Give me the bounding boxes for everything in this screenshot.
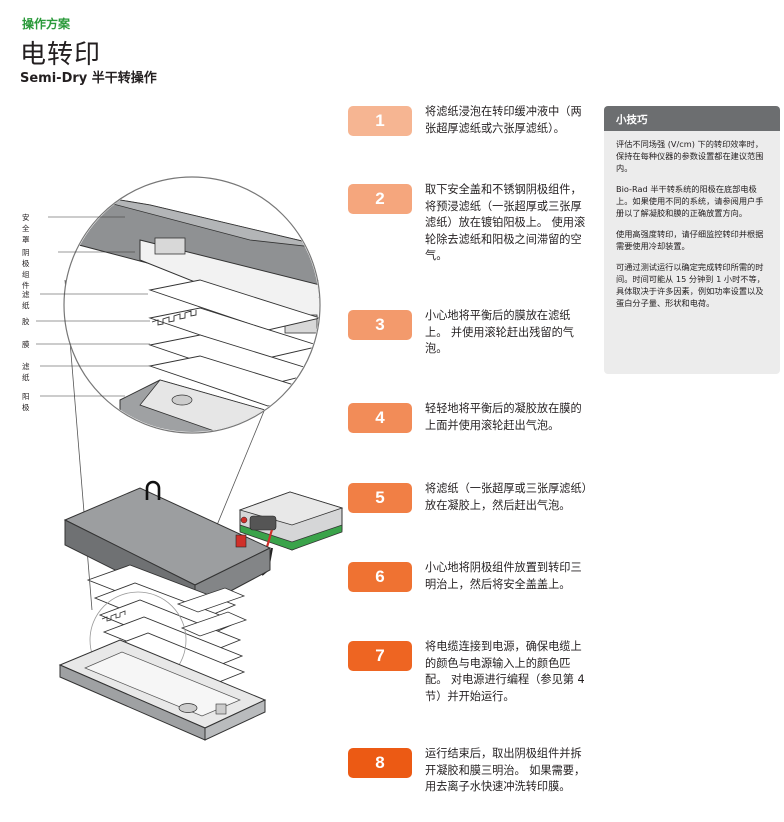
step-text: 轻轻地将平衡后的凝胶放在膜的上面并使用滚轮赶出气泡。: [425, 402, 582, 432]
step-text: 将滤纸（一张超厚或三张厚滤纸）放在凝胶上，然后赶出气泡。: [425, 482, 588, 512]
step-number-badge: 4: [348, 403, 412, 433]
step-text: 将滤纸浸泡在转印缓冲液中（两张超厚滤纸或六张厚滤纸）。: [425, 105, 582, 135]
step-number-badge: 1: [348, 106, 412, 136]
tip-paragraph: Bio-Rad 半干转系统的阳极在底部电极上。如果使用不同的系统，请参阅用户手册…: [616, 184, 764, 218]
label-cathode: 阴极组件: [22, 248, 30, 290]
tips-panel: 小技巧 评估不同场强 (V/cm) 下的转印效率时，保持在每种仪器的参数设置都在…: [604, 106, 780, 374]
step-number-badge: 7: [348, 641, 412, 671]
label-filter-top: 滤纸: [22, 290, 30, 310]
step-text: 取下安全盖和不锈钢阴极组件，将预浸滤纸（一张超厚或三张厚滤纸）放在镀铂阳极上。 …: [425, 183, 586, 262]
tips-heading: 小技巧: [604, 106, 780, 131]
lower-stack: [58, 564, 267, 741]
label-anode: 阳极: [22, 392, 30, 412]
tip-paragraph: 可通过测试运行以确定完成转印所需的时间。时间可能从 15 分钟到 1 小时不等，…: [616, 262, 765, 308]
label-membrane: 膜: [22, 340, 30, 349]
tip-paragraph: 使用高强度转印，请仔细监控转印并根据需要使用冷却装置。: [616, 229, 764, 251]
label-safety-cover: 安全罩: [22, 213, 30, 244]
step-number-badge: 6: [348, 562, 412, 592]
label-filter-bottom: 滤纸: [22, 362, 30, 382]
step-text: 小心地将阴极组件放置到转印三明治上，然后将安全盖盖上。: [425, 561, 582, 591]
page-title: 电转印: [20, 40, 102, 70]
zoom-filter-bottom: [148, 355, 319, 407]
step-number-badge: 2: [348, 184, 412, 214]
step-text: 小心地将平衡后的膜放在滤纸上。 并使用滚轮赶出残留的气泡。: [425, 309, 574, 355]
step-number-badge: 3: [348, 310, 412, 340]
step-number-badge: 8: [348, 748, 412, 778]
transfer-apparatus-illustration: [36, 176, 344, 741]
label-gel: 胶: [22, 317, 30, 326]
power-supply: [238, 491, 344, 551]
tip-paragraph: 评估不同场强 (V/cm) 下的转印效率时，保持在每种仪器的参数设置都在建议范围…: [616, 139, 764, 173]
section-label: 操作方案: [22, 17, 71, 31]
magnifier-circle: [63, 176, 321, 434]
step-text: 将电缆连接到电源，确保电缆上的颜色与电源输入上的颜色匹配。 对电源进行编程（参见…: [425, 640, 585, 703]
page-subtitle: Semi-Dry 半干转操作: [20, 71, 157, 86]
step-text: 运行结束后，取出阴极组件并拆开凝胶和膜三明治。 如果需要，用去离子水快速冲洗转印…: [425, 747, 586, 793]
step-number-badge: 5: [348, 483, 412, 513]
